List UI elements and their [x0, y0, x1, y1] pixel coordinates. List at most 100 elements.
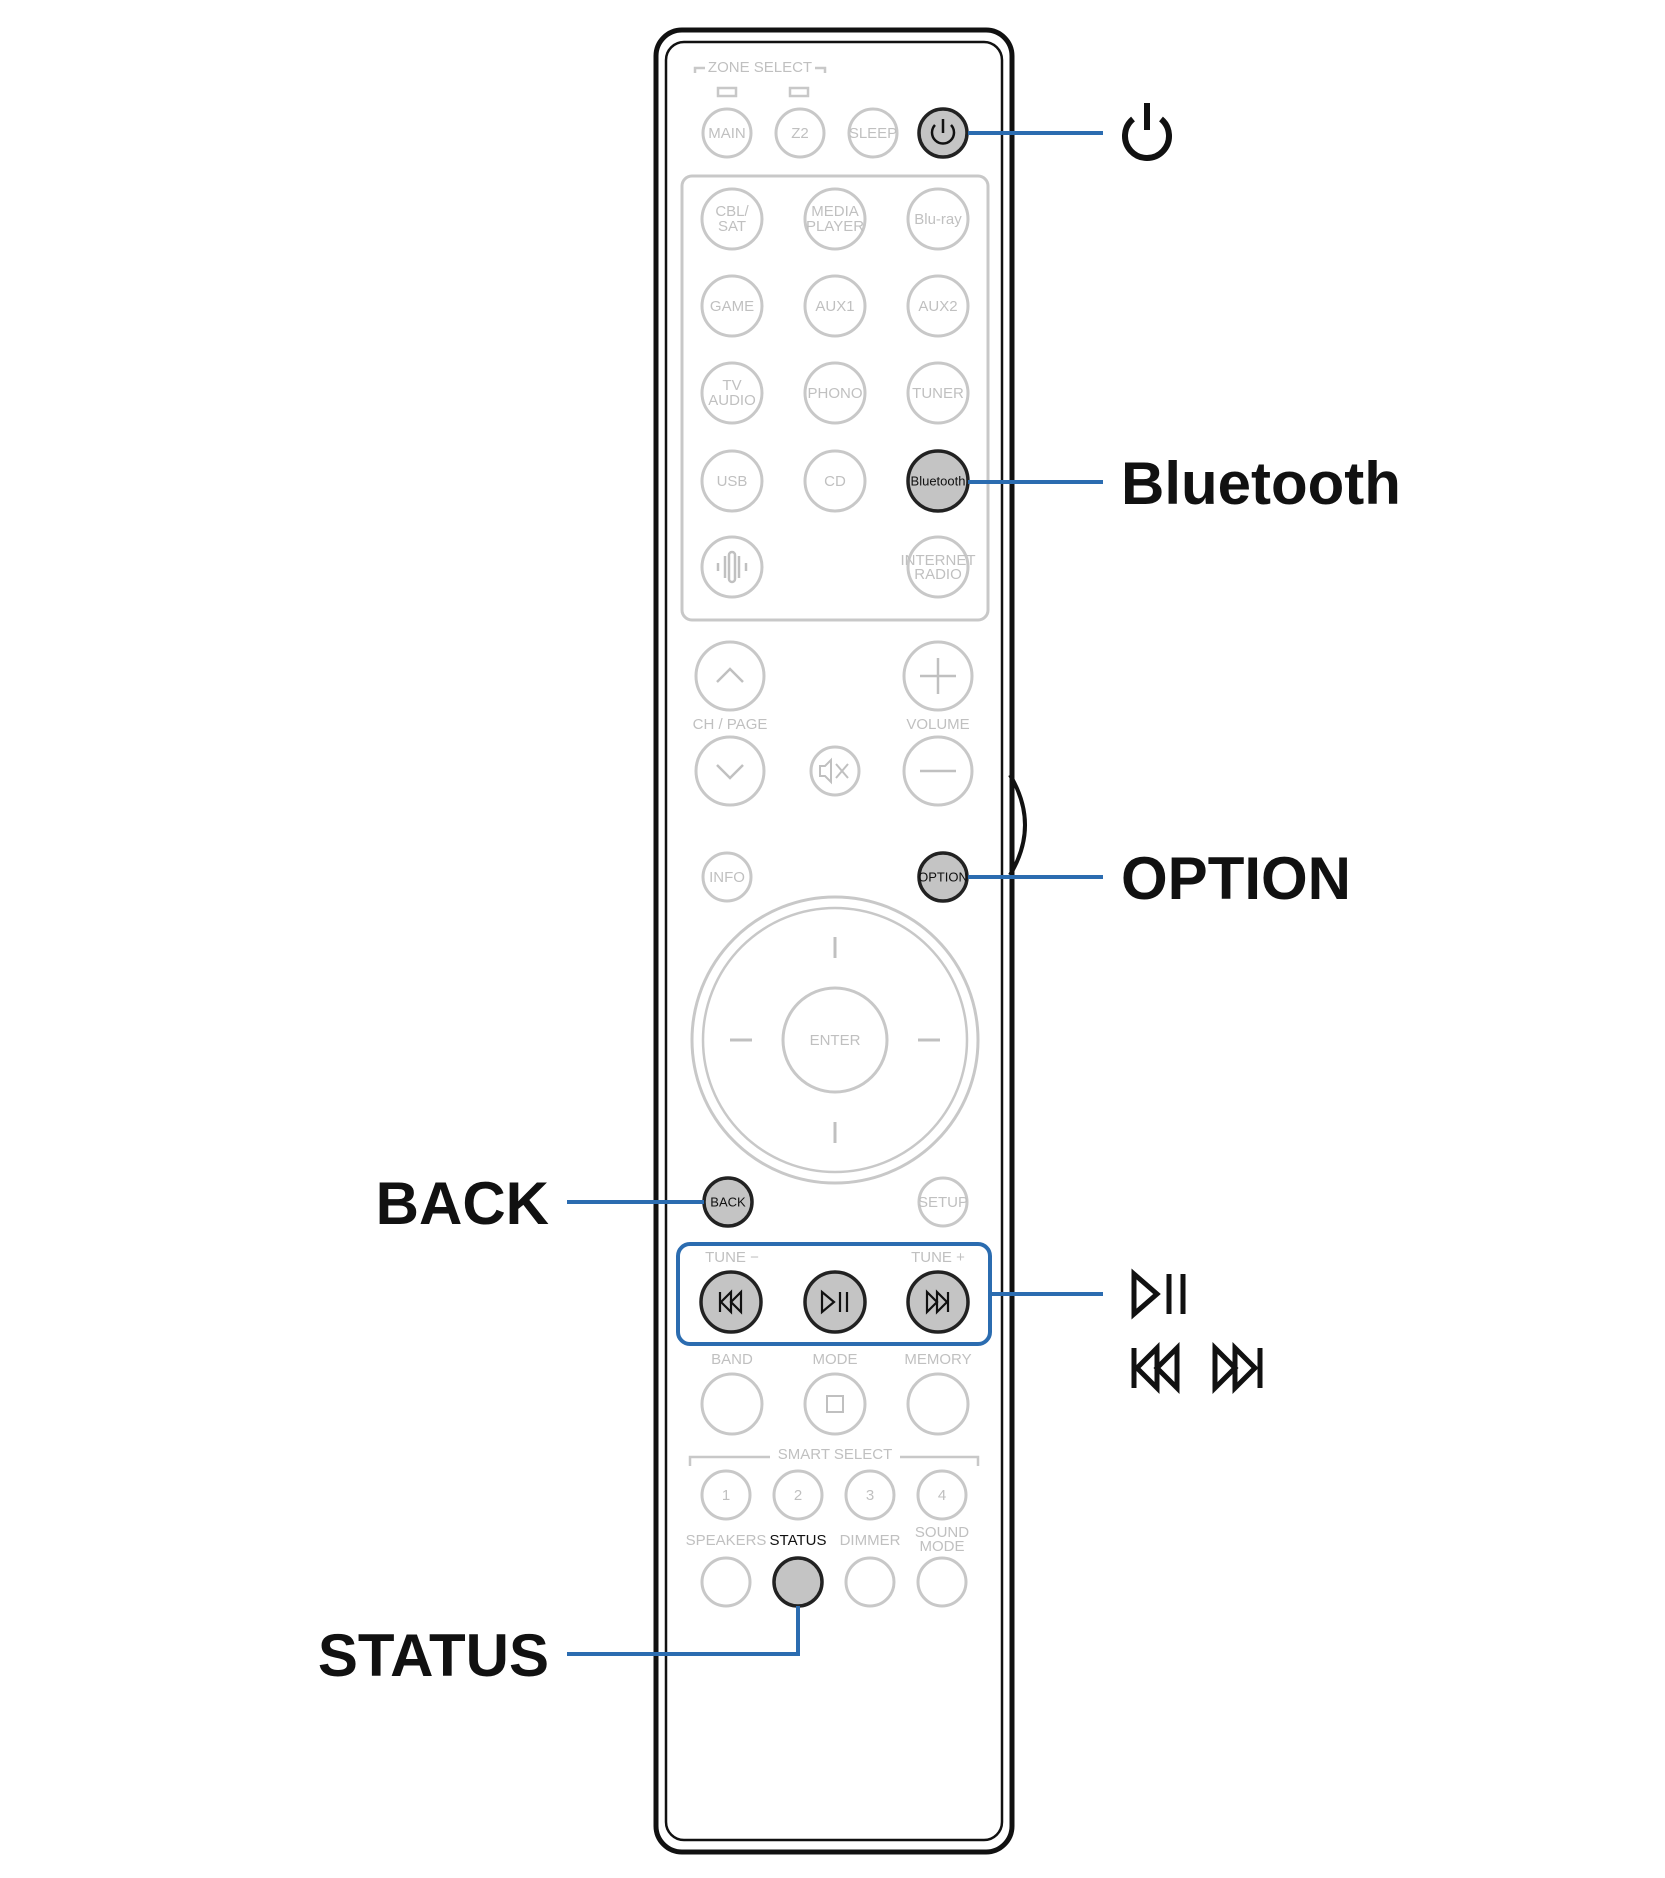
option-button-label: OPTION: [918, 869, 968, 884]
band-button[interactable]: [700, 1372, 764, 1436]
main-button-label: MAIN: [708, 125, 746, 142]
back-callout-label: BACK: [376, 1170, 549, 1237]
game-label: GAME: [710, 298, 754, 315]
smart-select-1-button[interactable]: 1: [700, 1469, 752, 1521]
tune-plus-label: TUNE +: [911, 1249, 965, 1266]
smart-4-label: 4: [938, 1487, 946, 1504]
tv-audio-label-2: AUDIO: [708, 392, 756, 409]
aux2-label: AUX2: [918, 298, 957, 315]
skip-forward-button[interactable]: [906, 1270, 970, 1334]
smart-1-label: 1: [722, 1487, 730, 1504]
z2-button[interactable]: Z2: [774, 107, 826, 159]
play-pause-callout-icon: [1131, 1268, 1186, 1320]
volume-down-button[interactable]: [902, 735, 974, 807]
enter-button[interactable]: ENTER: [781, 986, 889, 1094]
power-button[interactable]: [917, 107, 969, 159]
zone-main-indicator: [716, 86, 738, 98]
power-icon: [930, 119, 956, 145]
skip-forward-icon: [925, 1289, 950, 1315]
cd-label: CD: [824, 473, 846, 490]
band-label: BAND: [711, 1351, 753, 1368]
phono-label: PHONO: [807, 385, 862, 402]
aux2-button[interactable]: AUX2: [906, 274, 970, 338]
back-button-label: BACK: [710, 1194, 746, 1209]
status-label: STATUS: [770, 1532, 827, 1549]
aux1-button[interactable]: AUX1: [803, 274, 867, 338]
mute-button[interactable]: [809, 745, 861, 797]
setup-button[interactable]: SETUP: [917, 1176, 969, 1228]
tune-minus-label: TUNE −: [705, 1249, 759, 1266]
status-callout-label: STATUS: [318, 1622, 549, 1689]
mute-icon: [819, 757, 849, 785]
enter-button-label: ENTER: [810, 1032, 861, 1049]
chevron-down-icon: [716, 764, 744, 780]
mode-button[interactable]: [803, 1372, 867, 1436]
aux1-label: AUX1: [815, 298, 854, 315]
bluray-label: Blu-ray: [914, 211, 962, 228]
zone-select-label: ZONE SELECT: [708, 59, 812, 76]
internet-radio-button[interactable]: INTERNET RADIO: [901, 535, 976, 599]
smart-select-3-button[interactable]: 3: [844, 1469, 896, 1521]
ch-up-button[interactable]: [694, 640, 766, 712]
internet-radio-label-2: RADIO: [914, 566, 962, 583]
main-button[interactable]: MAIN: [701, 107, 753, 159]
chevron-up-icon: [716, 667, 744, 683]
dimmer-button[interactable]: [844, 1556, 896, 1608]
smart-3-label: 3: [866, 1487, 874, 1504]
plus-icon: [920, 658, 956, 694]
volume-up-button[interactable]: [902, 640, 974, 712]
tv-audio-button[interactable]: TV AUDIO: [700, 361, 764, 425]
dimmer-label: DIMMER: [840, 1532, 901, 1549]
play-pause-button[interactable]: [803, 1270, 867, 1334]
bluetooth-button[interactable]: Bluetooth: [906, 449, 970, 513]
heos-button[interactable]: [700, 535, 764, 599]
smart-select-group: SMART SELECT: [688, 1446, 980, 1466]
sleep-button-label: SLEEP: [849, 125, 897, 142]
mode-label: MODE: [813, 1351, 858, 1368]
heos-icon: [716, 550, 748, 584]
smart-select-label: SMART SELECT: [778, 1446, 892, 1463]
source-panel: [680, 174, 990, 622]
phono-button[interactable]: PHONO: [803, 361, 867, 425]
skip-forward-callout-icon: [1212, 1341, 1263, 1395]
status-button[interactable]: [772, 1556, 824, 1608]
ch-down-button[interactable]: [694, 735, 766, 807]
usb-label: USB: [717, 473, 748, 490]
stop-icon: [826, 1395, 844, 1413]
memory-button[interactable]: [906, 1372, 970, 1436]
zone-z2-indicator: [788, 86, 810, 98]
speakers-button[interactable]: [700, 1556, 752, 1608]
status-callout-line: [567, 1606, 800, 1656]
speakers-label: SPEAKERS: [686, 1532, 767, 1549]
skip-back-button[interactable]: [699, 1270, 763, 1334]
tuner-label: TUNER: [912, 385, 964, 402]
option-button[interactable]: OPTION: [917, 851, 969, 903]
usb-button[interactable]: USB: [700, 449, 764, 513]
sound-mode-button[interactable]: [916, 1556, 968, 1608]
back-button[interactable]: BACK: [702, 1176, 754, 1228]
power-callout-icon: [1122, 103, 1172, 161]
play-pause-icon: [820, 1289, 849, 1315]
volume-label: VOLUME: [906, 716, 969, 733]
smart-select-2-button[interactable]: 2: [772, 1469, 824, 1521]
media-player-button[interactable]: MEDIA PLAYER: [803, 187, 867, 251]
z2-button-label: Z2: [791, 125, 809, 142]
media-player-label-2: PLAYER: [806, 218, 864, 235]
skip-back-callout-icon: [1131, 1341, 1180, 1395]
cd-button[interactable]: CD: [803, 449, 867, 513]
game-button[interactable]: GAME: [700, 274, 764, 338]
cbl-sat-label-1: CBL/: [715, 203, 749, 220]
info-button[interactable]: INFO: [701, 851, 753, 903]
media-player-label-1: MEDIA: [811, 203, 859, 220]
setup-button-label: SETUP: [918, 1194, 968, 1211]
memory-label: MEMORY: [904, 1351, 971, 1368]
smart-2-label: 2: [794, 1487, 802, 1504]
sound-mode-label-1: SOUND: [915, 1524, 969, 1541]
bluray-button[interactable]: Blu-ray: [906, 187, 970, 251]
smart-select-4-button[interactable]: 4: [916, 1469, 968, 1521]
cbl-sat-button[interactable]: CBL/ SAT: [700, 187, 764, 251]
tuner-button[interactable]: TUNER: [906, 361, 970, 425]
sound-mode-label-2: MODE: [920, 1538, 965, 1555]
sleep-button[interactable]: SLEEP: [847, 107, 899, 159]
